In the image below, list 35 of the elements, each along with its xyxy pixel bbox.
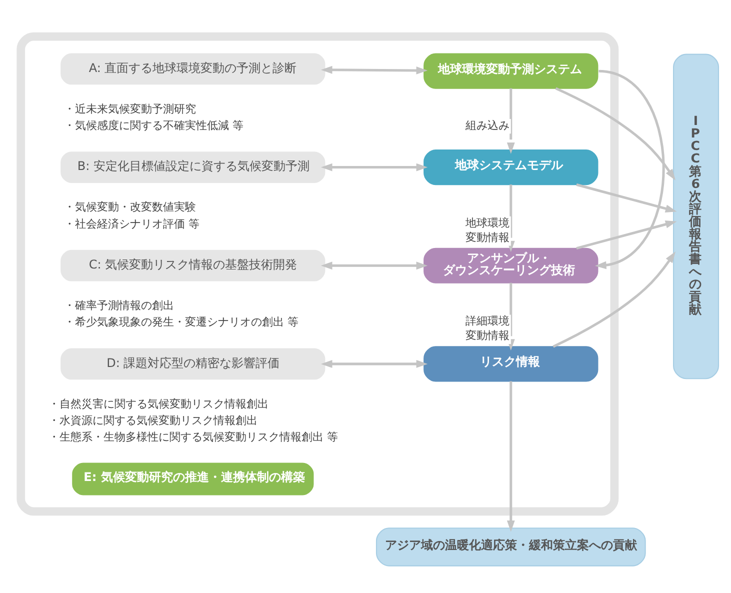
node-box: E: 気候変動研究の推進・連携体制の構築 <box>72 462 314 495</box>
node-box: A: 直面する地球環境変動の予測と診断 <box>60 52 326 84</box>
node-label: ・水資源に関する気候変動リスク情報創出 <box>48 413 258 426</box>
arrow <box>506 380 515 532</box>
edge-label: 地球環境変動情報 <box>465 216 510 244</box>
node-label: ・社会経済シナリオ評価 等 <box>64 216 200 230</box>
arrow <box>555 86 676 180</box>
arrow <box>576 220 677 249</box>
arrow <box>320 359 428 368</box>
node-box: アンサンブル・ダウンスケーリング技術 <box>424 247 598 283</box>
arrow <box>506 88 515 154</box>
node-label: ・生態系・生物多様性に関する気候変動リスク情報創出 等 <box>48 430 338 444</box>
arrow <box>594 69 665 269</box>
node-box: アジア域の温暖化適応策・緩和策立案への貢献 <box>376 527 646 566</box>
arrow <box>552 250 676 348</box>
cluster <box>16 32 619 516</box>
node-label: ・気候感度に関する不確実性低減 等 <box>64 118 244 132</box>
node-box: D: 課題対応型の精密な影響評価 <box>60 348 326 380</box>
arrow <box>320 65 428 74</box>
node-box: C: 気候変動リスク情報の基盤技術開発 <box>60 249 326 281</box>
node-box: リスク情報 <box>424 346 598 382</box>
edge-label: 組み込み <box>465 118 510 132</box>
node-label: ・自然災害に関する気候変動リスク情報創出 <box>48 396 269 410</box>
edge-label: 詳細環境変動情報 <box>465 314 510 342</box>
node-label: ・希少気象現象の発生・変遷シナリオの創出 等 <box>64 315 299 328</box>
node-box: 地球環境変動予測システム <box>424 52 598 88</box>
node-box: 地球システムモデル <box>424 149 598 185</box>
arrow <box>320 261 428 270</box>
node-label: ・近未来気候変動予測研究 <box>64 102 196 115</box>
node-box: B: 安定化目標値設定に資する気候変動予測 <box>60 151 326 182</box>
arrow <box>320 162 428 171</box>
node-box: IPCC第6次評価報告書への貢献 <box>673 53 720 379</box>
node-label: ・確率予測情報の創出 <box>64 298 174 312</box>
node-label: ・気候変動・改変数値実験 <box>64 200 196 214</box>
arrow <box>576 182 677 212</box>
